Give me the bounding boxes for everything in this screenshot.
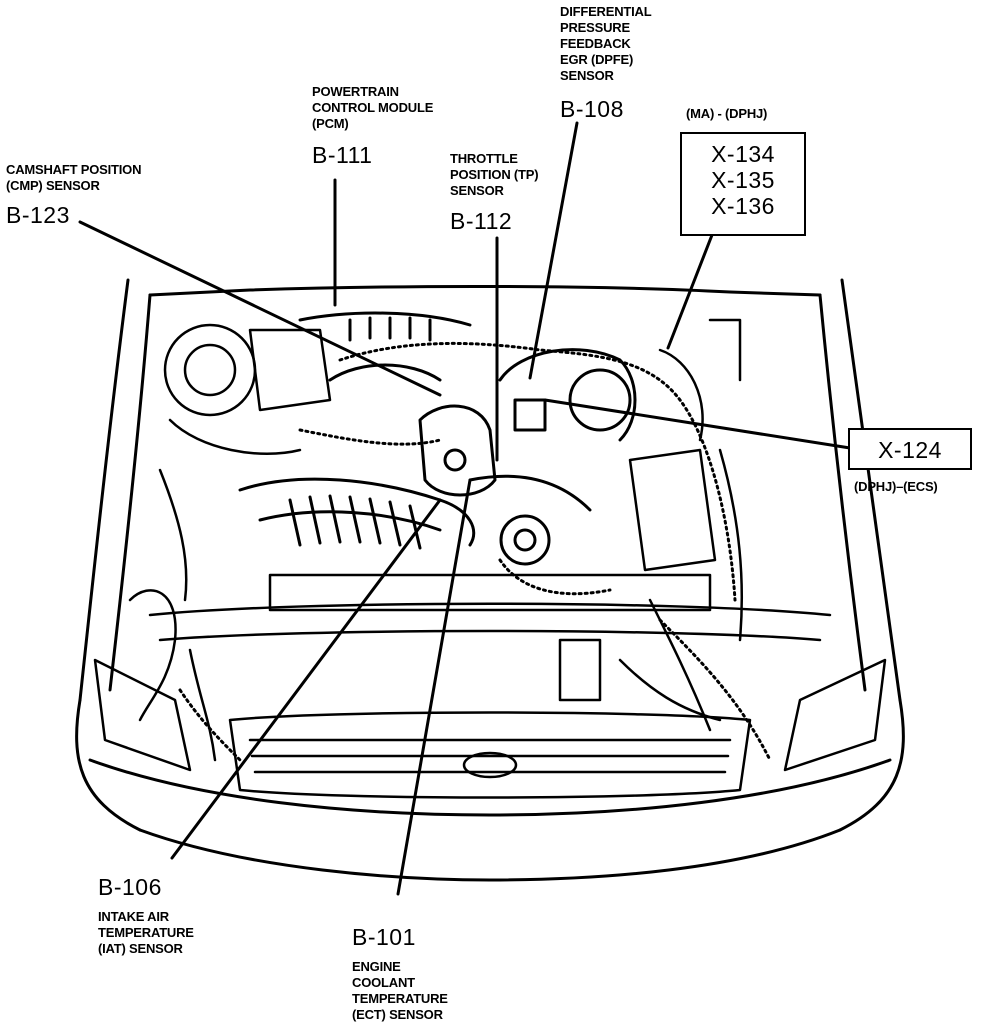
right-components — [558, 318, 744, 732]
x136-code: X-136 — [711, 193, 775, 219]
x-connector-group-box: X-134 X-135 X-136 — [680, 132, 806, 236]
pcm-code: B-111 — [312, 142, 373, 168]
engine-center — [238, 311, 637, 566]
x134-code: X-134 — [711, 141, 775, 167]
leader-x134-group — [666, 233, 714, 350]
leader-lines — [78, 121, 852, 896]
dpfe-sensor-label: DIFFERENTIAL PRESSURE FEEDBACK EGR (DPFE… — [560, 4, 652, 83]
leader-b101 — [396, 478, 472, 896]
cmp-sensor-code: B-123 — [6, 202, 70, 228]
x124-box: X-124 — [848, 428, 972, 470]
pcm-label: POWERTRAIN CONTROL MODULE (PCM) — [312, 84, 434, 131]
wiring-harness — [178, 341, 772, 762]
leader-x124 — [543, 398, 852, 450]
tp-sensor-label: THROTTLE POSITION (TP) SENSOR — [450, 151, 539, 198]
ect-sensor-code: B-101 — [352, 924, 416, 950]
x124-footer: (DPHJ)–(ECS) — [854, 479, 938, 494]
x124-code: X-124 — [878, 437, 942, 463]
leader-b108 — [528, 121, 579, 380]
dpfe-sensor-code: B-108 — [560, 96, 624, 122]
front-fascia — [93, 573, 887, 799]
x-group-header: (MA) - (DPHJ) — [686, 106, 768, 121]
ect-sensor-label: ENGINE COOLANT TEMPERATURE (ECT) SENSOR — [352, 959, 448, 1022]
cmp-sensor-label: CAMSHAFT POSITION (CMP) SENSOR — [6, 162, 142, 193]
iat-sensor-label: INTAKE AIR TEMPERATURE (IAT) SENSOR — [98, 909, 194, 956]
x135-code: X-135 — [711, 167, 775, 193]
body-outline — [75, 278, 905, 882]
tp-sensor-code: B-112 — [450, 208, 513, 234]
leader-b123 — [78, 220, 442, 397]
left-components — [128, 323, 332, 762]
iat-sensor-code: B-106 — [98, 874, 162, 900]
leader-b106 — [170, 498, 442, 860]
